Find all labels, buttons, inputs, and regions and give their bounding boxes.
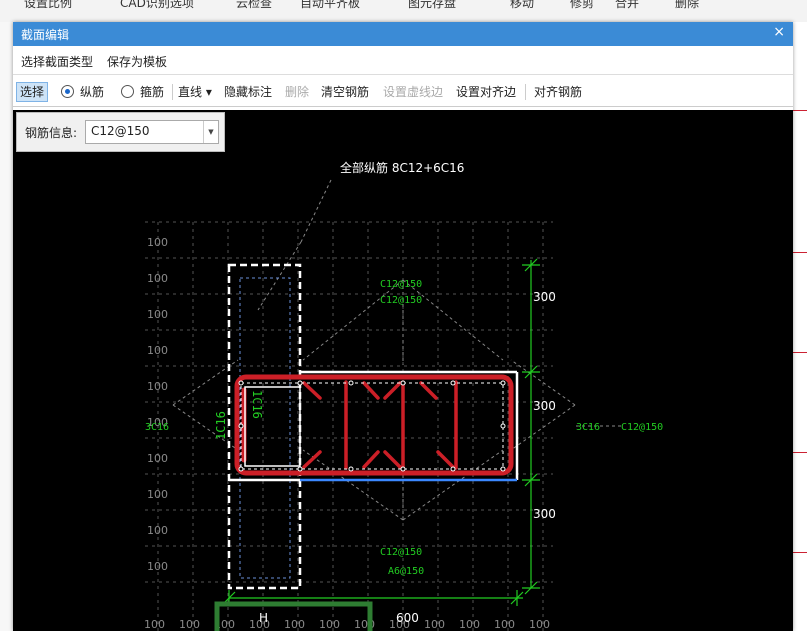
bg-item-flat: 自动平齐板 bbox=[300, 0, 361, 10]
clear-rebar-button[interactable]: 清空钢筋 bbox=[321, 85, 370, 99]
top-rebar-label-1: C12@150 bbox=[380, 279, 422, 290]
all-longitudinal-label: 全部纵筋 8C12+6C16 bbox=[340, 160, 464, 175]
bg-item-merge: 合并 bbox=[615, 0, 640, 10]
background-toolbar: 设置比例 CAD识别选项 云检查 自动平齐板 图元存盘 移动 修剪 合并 删除 bbox=[0, 0, 807, 23]
grid-label: 100 bbox=[147, 560, 168, 573]
chevron-down-icon: ▾ bbox=[205, 85, 212, 99]
grid-label: 100 bbox=[494, 618, 515, 631]
save-as-template-button[interactable]: 保存为模板 bbox=[107, 55, 168, 69]
bg-item-delete: 删除 bbox=[675, 0, 700, 10]
section-drawing[interactable]: 100 100 100 100 100 100 100 100 100 100 100 100 100 1… bbox=[13, 110, 793, 631]
left-rebar-label: 3C16 bbox=[145, 422, 169, 433]
grid-label: 100 bbox=[424, 618, 445, 631]
grid-label: 100 bbox=[147, 380, 168, 393]
h-dimension-highlight bbox=[214, 601, 373, 631]
dialog-titlebar: 截面编辑 × bbox=[13, 22, 793, 46]
select-tool-button[interactable]: 选择 bbox=[16, 82, 49, 102]
select-section-type-button[interactable]: 选择截面类型 bbox=[21, 55, 94, 69]
bg-item-cad: CAD识别选项 bbox=[120, 0, 194, 10]
bg-item-cloud: 云检查 bbox=[236, 0, 273, 10]
grid-label: 100 bbox=[147, 524, 168, 537]
dialog-menubar: 选择截面类型 保存为模板 bbox=[13, 46, 793, 75]
grid-label: 100 bbox=[179, 618, 200, 631]
set-align-edge-button[interactable]: 设置对齐边 bbox=[456, 85, 517, 99]
right-rebar-label-2: C12@150 bbox=[621, 422, 663, 433]
longitudinal-rebars bbox=[238, 380, 506, 472]
dialog-title: 截面编辑 bbox=[21, 28, 70, 42]
grid-label: 100 bbox=[389, 618, 410, 631]
grid-label: 100 bbox=[529, 618, 550, 631]
bg-item-move: 移动 bbox=[510, 0, 535, 10]
grid-label: 100 bbox=[284, 618, 305, 631]
rebar-info-panel: 钢筋信息: C12@150 ▼ bbox=[16, 112, 225, 152]
outer-stirrup bbox=[234, 374, 514, 476]
rebar-info-label: 钢筋信息: bbox=[25, 126, 78, 140]
grid-label: 100 bbox=[319, 618, 340, 631]
toolbar-separator bbox=[525, 84, 526, 100]
chevron-down-icon: ▼ bbox=[203, 121, 218, 143]
align-rebar-button[interactable]: 对齐钢筋 bbox=[534, 85, 583, 99]
grid-label: 100 bbox=[147, 488, 168, 501]
longitudinal-radio[interactable]: 纵筋 bbox=[61, 83, 104, 101]
dim-bottom-label: 300 bbox=[533, 507, 556, 521]
grid-label: 100 bbox=[147, 416, 168, 429]
stirrups bbox=[234, 374, 514, 476]
right-rebar-label-1: 3C16 bbox=[576, 422, 600, 433]
stirrup-radio[interactable]: 箍筋 bbox=[121, 83, 164, 101]
vertical-rebar-label-1: 1C16 bbox=[214, 411, 228, 440]
radio-unchecked-icon bbox=[121, 85, 134, 98]
drawing-canvas[interactable]: 100 100 100 100 100 100 100 100 100 100 100 100 100 1… bbox=[13, 110, 793, 631]
dim-h-label: H bbox=[259, 611, 268, 625]
background-right-panel bbox=[793, 22, 807, 631]
dim-600-label: 600 bbox=[396, 611, 419, 625]
bg-item-save: 图元存盘 bbox=[408, 0, 457, 10]
grid-label: 100 bbox=[147, 236, 168, 249]
section-outline bbox=[227, 263, 519, 590]
delete-button[interactable]: 删除 bbox=[285, 85, 310, 99]
bottom-rebar-label-2: A6@150 bbox=[388, 566, 424, 577]
rebar-info-value: C12@150 bbox=[91, 124, 150, 138]
rebar-info-select[interactable]: C12@150 ▼ bbox=[85, 120, 219, 144]
grid-label: 100 bbox=[459, 618, 480, 631]
bottom-rebar-label-1: C12@150 bbox=[380, 547, 422, 558]
set-dashed-edge-button[interactable]: 设置虚线边 bbox=[383, 85, 444, 99]
dim-mid-label: 300 bbox=[533, 399, 556, 413]
line-dropdown[interactable]: 直线 ▾ bbox=[178, 83, 212, 101]
bg-item-scale: 设置比例 bbox=[24, 0, 73, 10]
dim-top-label: 300 bbox=[533, 290, 556, 304]
line-label: 直线 bbox=[178, 85, 203, 99]
longitudinal-label: 纵筋 bbox=[80, 85, 105, 99]
dialog-toolbar: 选择 纵筋 箍筋 直线 ▾ 隐藏标注 删除 清空钢筋 设置虚线边 设置对齐边 对… bbox=[13, 78, 793, 107]
grid-label: 100 bbox=[144, 618, 165, 631]
vertical-rebar-label-2: 1C16 bbox=[250, 390, 264, 419]
grid-label: 100 bbox=[147, 452, 168, 465]
grid-label: 100 bbox=[249, 618, 270, 631]
radio-checked-icon bbox=[61, 85, 74, 98]
hide-label-button[interactable]: 隐藏标注 bbox=[224, 85, 273, 99]
top-rebar-label-2: C12@150 bbox=[380, 295, 422, 306]
grid-label: 100 bbox=[147, 308, 168, 321]
grid-label: 100 bbox=[147, 272, 168, 285]
vertical-wall-rebar bbox=[239, 277, 291, 579]
close-icon[interactable]: × bbox=[773, 24, 785, 40]
section-edit-dialog: 截面编辑 × 选择截面类型 保存为模板 选择 纵筋 箍筋 直线 ▾ 隐藏标注 删… bbox=[13, 22, 793, 631]
grid-lines bbox=[145, 221, 553, 631]
grid-label: 100 bbox=[147, 344, 168, 357]
dimension-lines bbox=[222, 258, 540, 606]
stirrup-label: 箍筋 bbox=[140, 85, 165, 99]
bg-item-trim: 修剪 bbox=[570, 0, 595, 10]
toolbar-separator bbox=[172, 84, 173, 100]
